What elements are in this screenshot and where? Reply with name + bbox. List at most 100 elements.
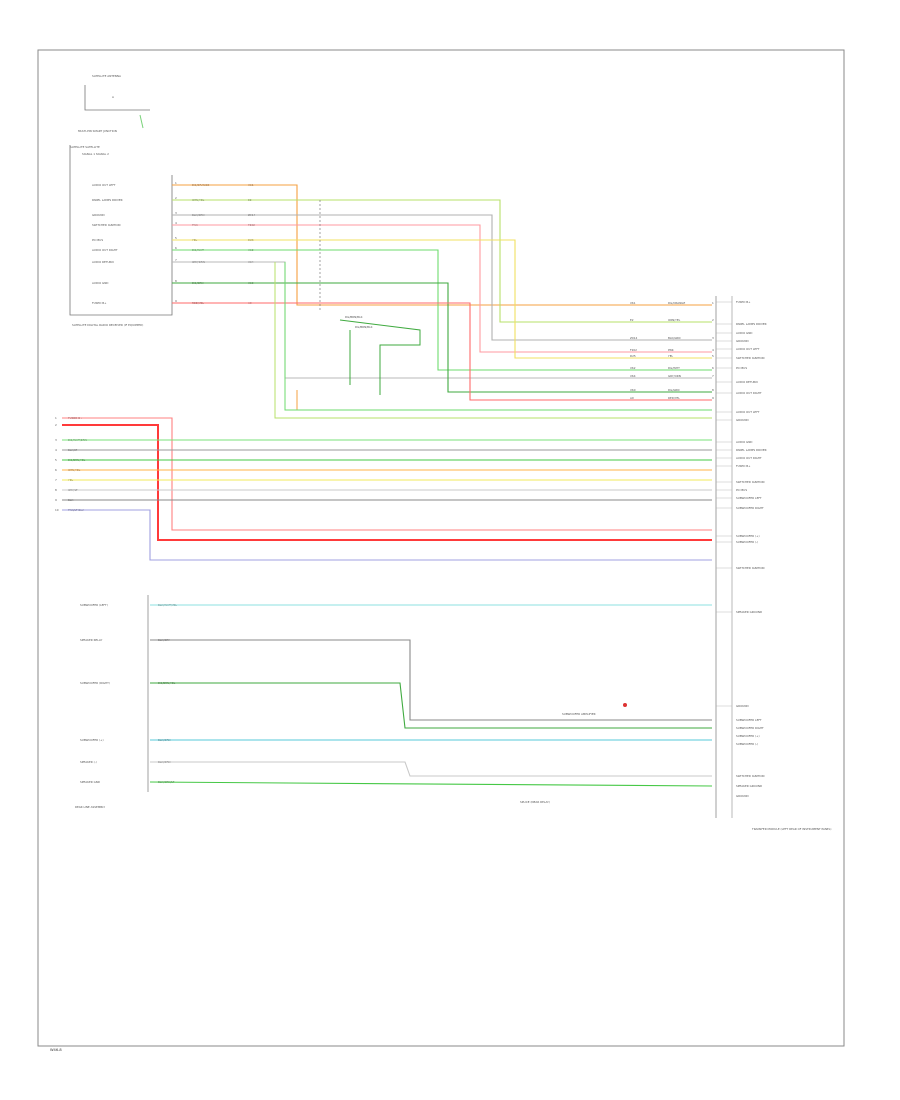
harness-wire-red [62, 424, 712, 541]
harness-wire-pnk-lt-blu [62, 509, 712, 561]
wire-code-right: DG/ORANGE [668, 301, 685, 305]
wire-circuit-right: X61 [630, 301, 636, 305]
splice-label-2: DG/BRN/BLK [355, 325, 373, 329]
wire-pci-bus [172, 239, 712, 359]
antenna-side-2: SATELLITE SATELLITE [70, 145, 100, 149]
left-pin-name: AUDIO RETURN [92, 260, 114, 264]
transfer-pin-label: SWITCHED IGNITION [736, 480, 765, 484]
left-pin-number: 3 [175, 211, 177, 215]
transfer-pin-label: SPEAKER GROUND [736, 784, 762, 788]
bottom-component-name: SUBWOOFER (LEFT) [80, 603, 108, 607]
left-pin-name: SWITCHED IGNITION [92, 223, 121, 227]
wire-pin-right: 2 [712, 318, 714, 322]
transfer-pin-label: PANEL LAMPS DRIVER [736, 448, 767, 452]
left-pin-name: GROUND [92, 213, 105, 217]
left-pin-name: PCI BUS [92, 238, 103, 242]
footer-code: W46-8 [50, 1048, 62, 1052]
transfer-pin-label: SUBWOOFER LEFT [736, 496, 762, 500]
left-pin-number: 6 [175, 246, 177, 250]
transfer-pin-label: GROUND [736, 794, 749, 798]
left-module-caption: SATELLITE DIGITAL RADIO RECEIVER (IF EQU… [72, 323, 143, 327]
harness-wire-number: 6 [55, 468, 57, 472]
bottom-component-name: SUBWOOFER (+) [80, 738, 104, 742]
bottom-component-name: SPEAKER RELAY [80, 638, 103, 642]
transfer-pin-label: AUDIO GND [736, 440, 752, 444]
wire-return [284, 262, 712, 411]
splice-area: DG/BRN/BLK DG/BRN/BLK [339, 315, 421, 395]
transfer-pin-label: SUBWOOFER LEFT [736, 718, 762, 722]
wire-circuit-right: A9 [630, 396, 634, 400]
transfer-pin-label: AUDIO RETURN [736, 380, 758, 384]
harness-wire-number: 9 [55, 498, 57, 502]
harness-wire-number: 8 [55, 488, 57, 492]
wire-circuit-right: X64 [630, 374, 636, 378]
right-module-caption: TRANSFER MODULE (LEFT REAR OF INSTRUMENT… [751, 827, 831, 831]
wire-circuit-right: E2 [630, 318, 634, 322]
wire-audio-out-left [172, 184, 712, 306]
left-pin-name: AUDIO OUT LEFT [92, 183, 116, 187]
left-pin-number: 4 [175, 221, 177, 225]
wire-audio-out-right [172, 249, 712, 371]
left-pin-number: 9 [175, 299, 177, 303]
wire-pin-right: 8 [712, 388, 714, 392]
wire-audio-gnd [172, 282, 712, 393]
bottom-module-caption: REAR LINE ASSEMBLY [75, 805, 105, 809]
antenna-side-1: MULTI-PIN SMART JUNCTION [78, 129, 117, 133]
harness-wire-number: 3 [55, 438, 57, 442]
transfer-pin-label: SUBWOOFER (-) [736, 742, 758, 746]
transfer-pin-label: GROUND [736, 418, 749, 422]
transfer-pin-label: GROUND [736, 704, 749, 708]
left-pin-name: AUDIO OUT RIGHT [92, 248, 118, 252]
transfer-pin-label: SPEAKER GROUND [736, 610, 762, 614]
wire-ground [172, 214, 712, 341]
transfer-pin-label: SWITCHED IGNITION [736, 356, 765, 360]
harness-wire-number: 10 [55, 508, 59, 512]
harness-wire-number: 4 [55, 448, 57, 452]
wire-code-right: RED/YEL [668, 396, 680, 400]
bottom-component-name: SUBWOOFER (RIGHT) [80, 681, 110, 685]
wire-circuit-right: D25 [630, 354, 636, 358]
transfer-pin-label: SUBWOOFER RIGHT [736, 726, 764, 730]
transfer-pin-label: FUSED B+ [736, 300, 751, 304]
splice-caption: SPLICE (NEAR RELAY) [520, 800, 550, 804]
bottom-frame: REAR LINE ASSEMBLY SPLICE (NEAR RELAY) S… [75, 595, 627, 809]
wire-code-right: YEL [668, 354, 673, 358]
transfer-pin-label: SUBWOOFER RIGHT [736, 506, 764, 510]
wire-pin-right: 9 [712, 396, 714, 400]
wire-code-right: PNK [668, 348, 674, 352]
bottom-wire-speaker- [150, 761, 712, 777]
transfer-pin-label: SWITCHED IGNITION [736, 774, 765, 778]
left-pin-name: PANEL LAMPS DRIVER [92, 198, 123, 202]
wire-pin-right: 7 [712, 374, 714, 378]
wire-pin-right: 5 [712, 354, 714, 358]
antenna-caption: SATELLITE ANTENNA [92, 74, 121, 78]
wire-code-right: ORN/YEL [668, 318, 681, 322]
bottom-wire-subwoofer-right- [150, 682, 712, 729]
diagram-frame [37, 49, 845, 1047]
wire-circuit-right: X60 [630, 388, 636, 392]
left-pin-number: 5 [175, 236, 177, 240]
transfer-pin-label: PCI BUS [736, 488, 747, 492]
subwoofer-amp-caption: SUBWOOFER AMPLIFIER [562, 712, 596, 716]
transfer-pin-label: SUBWOOFER (+) [736, 734, 760, 738]
transfer-pin-label: SUBWOOFER (+) [736, 534, 760, 538]
wire-pin-right: 1 [712, 301, 714, 305]
transfer-pin-label: SUBWOOFER (-) [736, 540, 758, 544]
transfer-pin-label: AUDIO OUT LEFT [736, 410, 760, 414]
wire-panel-lamps-driver [172, 199, 712, 323]
transfer-pin-label: SWITCHED IGNITION [736, 566, 765, 570]
bottom-wire-speaker-relay [150, 639, 712, 721]
transfer-pin-label: AUDIO OUT RIGHT [736, 456, 762, 460]
wire-pin-right: 4 [712, 348, 714, 352]
wire-code-right: DG/WHT [668, 366, 680, 370]
transfer-pin-label: AUDIO OUT LEFT [736, 347, 760, 351]
wire-return [274, 262, 712, 419]
wire-fused-b- [172, 302, 712, 401]
left-pin-name: AUDIO GND [92, 281, 108, 285]
bottom-component-name: SPEAKER GND [80, 780, 100, 784]
wire-circuit-right: Z914 [630, 336, 637, 340]
wire-code-right: DG/GRN [668, 388, 679, 392]
transfer-pin-label: AUDIO GND [736, 331, 752, 335]
left-pin-number: 2 [175, 196, 177, 200]
